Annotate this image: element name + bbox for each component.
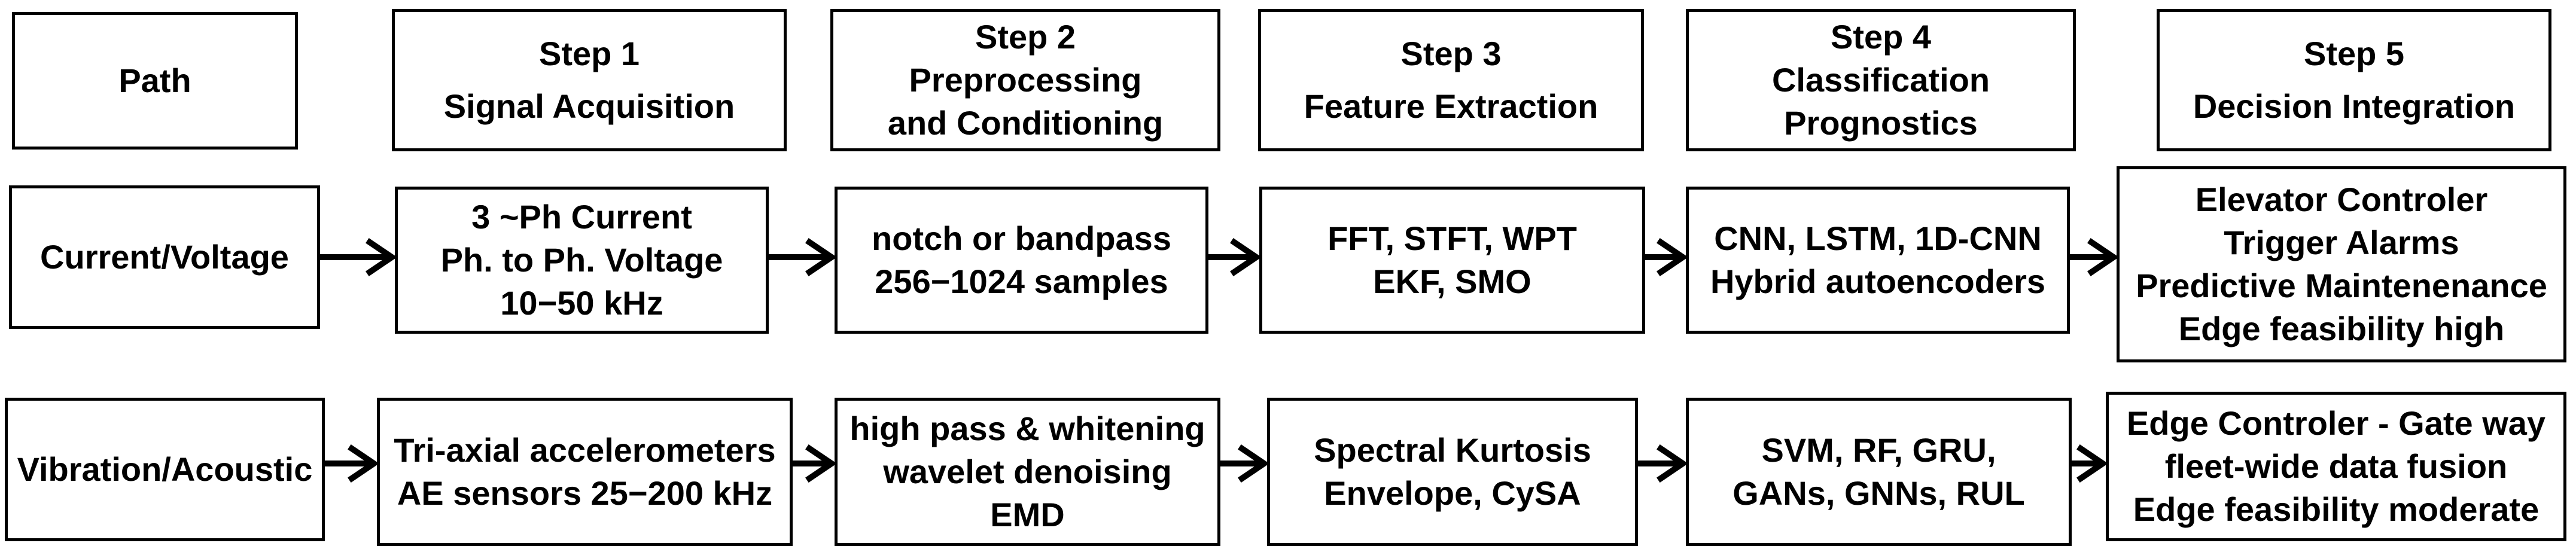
step-4-name-line: Prognostics (1784, 104, 1978, 142)
step-4-title: Step 4 (1830, 18, 1932, 56)
step-2-name-line: Preprocessing (909, 61, 1142, 99)
arrow-icon (2067, 238, 2119, 276)
path-header-label: Path (118, 62, 191, 99)
path-name: Current/Voltage (40, 238, 289, 276)
cell-line: Spectral Kurtosis (1314, 431, 1591, 469)
cell-line: CNN, LSTM, 1D-CNN (1714, 219, 2042, 257)
cell-line: EMD (990, 496, 1065, 533)
cell-line: wavelet denoising (883, 453, 1172, 490)
step-5-header-box: Step 5 Decision Integration (2157, 9, 2551, 151)
arrow-icon (790, 444, 837, 483)
cell-line: FFT, STFT, WPT (1327, 219, 1577, 257)
cell-line: Hybrid autoencoders (1710, 263, 2046, 300)
current-step-2-box: notch or bandpass 256−1024 samples (835, 187, 1208, 334)
current-step-5-box: Elevator Controler Trigger Alarms Predic… (2117, 166, 2566, 362)
cell-line: AE sensors 25−200 kHz (397, 474, 773, 512)
path-current-voltage-box: Current/Voltage (9, 185, 320, 329)
vibration-step-3-box: Spectral Kurtosis Envelope, CySA (1267, 398, 1638, 546)
step-4-header-box: Step 4 Classification Prognostics (1686, 9, 2076, 151)
arrow-icon (1217, 444, 1269, 483)
step-1-header-box: Step 1 Signal Acquisition (392, 9, 787, 151)
cell-line: Edge feasibility high (2178, 310, 2505, 347)
cell-line: Predictive Maintenenance (2136, 267, 2547, 304)
cell-line: 10−50 kHz (500, 284, 663, 322)
current-step-4-box: CNN, LSTM, 1D-CNN Hybrid autoencoders (1686, 187, 2070, 334)
arrow-icon (2069, 444, 2108, 483)
vibration-step-4-box: SVM, RF, GRU, GANs, GNNs, RUL (1686, 398, 2072, 546)
cell-line: Edge Controler - Gate way (2126, 404, 2546, 442)
cell-line: GANs, GNNs, RUL (1732, 474, 2025, 512)
arrow-icon (1635, 444, 1688, 483)
cell-line: Ph. to Ph. Voltage (440, 241, 723, 279)
path-vibration-acoustic-box: Vibration/Acoustic (5, 398, 325, 541)
cell-line: Elevator Controler (2195, 181, 2488, 218)
cell-line: Envelope, CySA (1324, 474, 1581, 512)
step-2-header-box: Step 2 Preprocessing and Conditioning (830, 9, 1220, 151)
step-2-title: Step 2 (975, 18, 1076, 56)
cell-line: EKF, SMO (1373, 263, 1531, 300)
step-5-name-line: Decision Integration (2193, 87, 2516, 125)
vibration-step-5-box: Edge Controler - Gate way fleet-wide dat… (2106, 392, 2566, 541)
cell-line: 3 ~Ph Current (471, 198, 692, 236)
step-4-name-line: Classification (1771, 61, 1990, 99)
arrow-icon (322, 444, 379, 483)
step-2-name-line: and Conditioning (887, 104, 1164, 142)
step-3-name-line: Feature Extraction (1304, 87, 1598, 125)
cell-line: Edge feasibility moderate (2133, 490, 2540, 528)
current-step-1-box: 3 ~Ph Current Ph. to Ph. Voltage 10−50 k… (395, 187, 769, 334)
cell-line: high pass & whitening (849, 410, 1205, 447)
vibration-step-2-box: high pass & whitening wavelet denoising … (835, 398, 1220, 546)
cell-line: Trigger Alarms (2224, 224, 2459, 261)
step-3-header-box: Step 3 Feature Extraction (1258, 9, 1644, 151)
current-step-3-box: FFT, STFT, WPT EKF, SMO (1259, 187, 1645, 334)
path-name: Vibration/Acoustic (17, 450, 313, 488)
arrow-icon (1642, 238, 1688, 276)
cell-line: SVM, RF, GRU, (1761, 431, 1996, 469)
arrow-icon (766, 238, 837, 276)
cell-line: Tri-axial accelerometers (394, 431, 776, 469)
step-3-title: Step 3 (1400, 35, 1502, 72)
cell-line: fleet-wide data fusion (2164, 447, 2508, 485)
step-5-title: Step 5 (2303, 35, 2405, 72)
vibration-step-1-box: Tri-axial accelerometers AE sensors 25−2… (377, 398, 793, 546)
step-1-title: Step 1 (538, 35, 640, 72)
cell-line: notch or bandpass (872, 219, 1171, 257)
arrow-icon (1205, 238, 1262, 276)
cell-line: 256−1024 samples (875, 263, 1168, 300)
step-1-name-line: Signal Acquisition (443, 87, 735, 125)
arrow-icon (317, 238, 397, 276)
path-header-box: Path (12, 12, 298, 150)
